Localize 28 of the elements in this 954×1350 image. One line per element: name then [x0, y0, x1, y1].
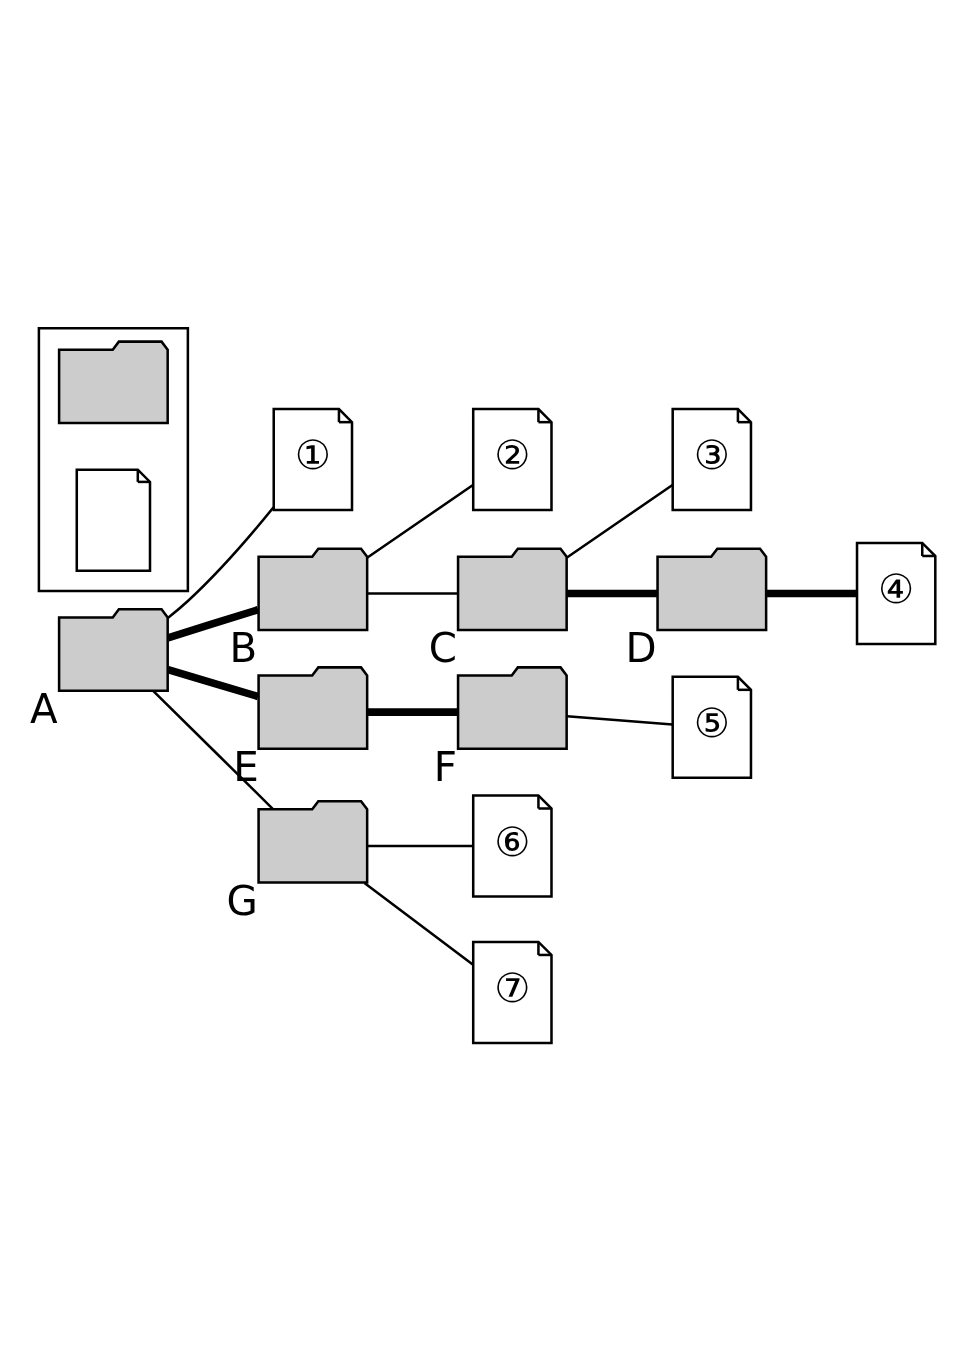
connector: [166, 605, 260, 641]
node-folder: [257, 665, 369, 750]
cluster: [37, 326, 190, 592]
connector: [152, 689, 274, 810]
node-label: A: [30, 684, 58, 733]
node-folder: [257, 799, 369, 884]
node-folder: [257, 546, 369, 631]
node-folder: [57, 607, 169, 692]
node-label: F: [433, 742, 458, 791]
node-label: C: [428, 623, 458, 672]
connector: [167, 505, 275, 619]
connector: [566, 589, 658, 597]
connector: [566, 483, 674, 559]
connector: [363, 881, 474, 966]
node-label: G: [226, 876, 258, 925]
node-folder: [57, 339, 169, 424]
connector: [367, 707, 458, 716]
connector: [766, 589, 857, 597]
connector: [566, 714, 673, 726]
connector: [166, 665, 260, 700]
connector: [367, 844, 473, 847]
connector: [366, 483, 474, 559]
node-folder: [456, 546, 568, 631]
node-folder: [456, 665, 568, 750]
connector: [367, 591, 458, 595]
node-label: B: [229, 623, 258, 672]
node-label: D: [625, 623, 657, 672]
node-folder: [656, 546, 768, 631]
